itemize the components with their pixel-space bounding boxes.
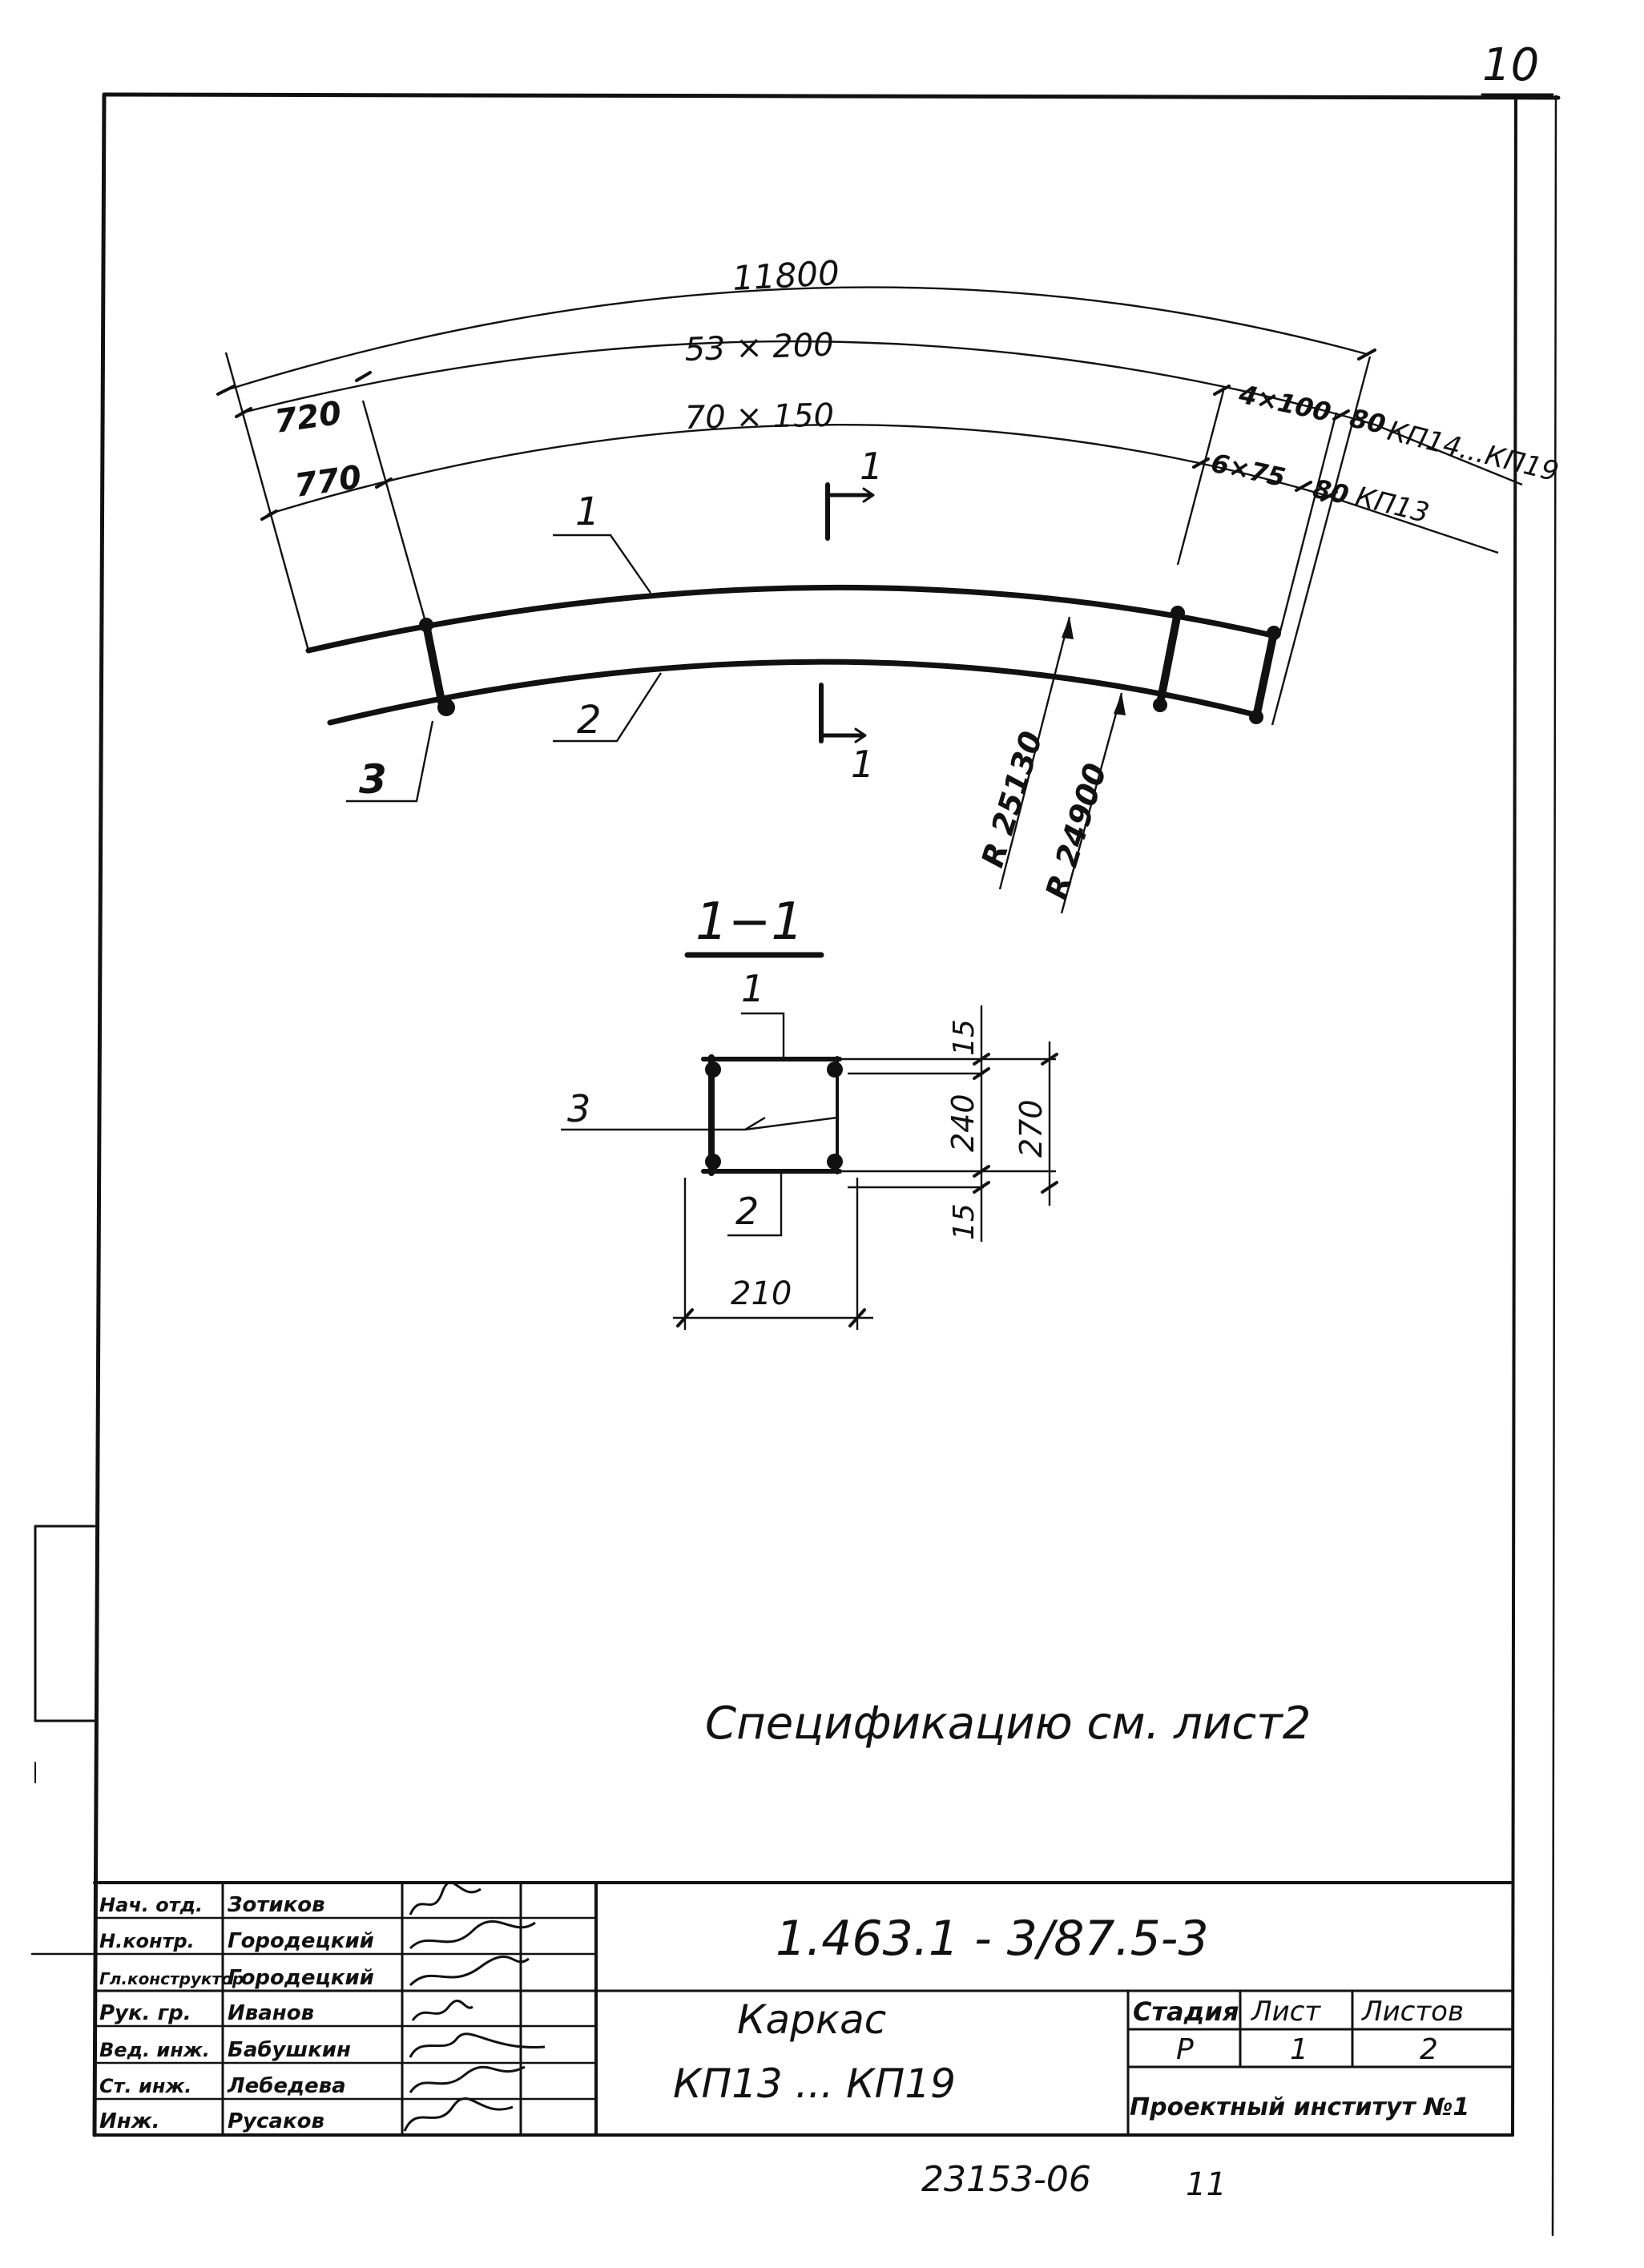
role-6: Ст. инж. (99, 2075, 191, 2097)
name-6: Лебедева (227, 2074, 346, 2098)
section-title: 1−1 (695, 892, 804, 952)
name-1: Зотиков (227, 1893, 325, 1917)
role-5: Вед. инж. (99, 2039, 210, 2061)
stage-header: Стадия (1133, 1996, 1239, 2027)
section-label-top-bar: 1 (741, 967, 764, 1010)
sheets-header: Листов (1360, 1996, 1464, 2028)
dim-upper-spacing: 53 × 200 (684, 327, 835, 369)
dim-lower-right-spacing: 6×75 (1208, 448, 1287, 493)
position-label-connector: 3 (359, 756, 387, 803)
radius-inner: R 24900 (1039, 759, 1114, 904)
dim-lower-right-marks: КП13 (1352, 481, 1432, 530)
section-dim-middle: 240 (945, 1094, 981, 1152)
section-dim-width: 210 (731, 1275, 792, 1312)
name-5: Бабушкин (228, 2038, 351, 2062)
section-label-connector: 3 (567, 1087, 590, 1130)
sheet-header: Лист (1250, 1996, 1321, 2028)
name-3: Городецкий (228, 1966, 374, 1990)
specification-note: Спецификацию см. лист2 (705, 1698, 1311, 1750)
dim-overall-length: 11800 (731, 253, 840, 298)
dim-arc-lower (267, 424, 1331, 516)
signatures (403, 1881, 546, 2132)
radius-outer: R 25130 (975, 727, 1050, 872)
dim-lower-end-offset: 770 (292, 459, 364, 505)
dim-lower-spacing: 70 × 150 (684, 397, 834, 437)
page-number: 10 (1482, 39, 1539, 91)
dim-arc-upper-ext (1374, 423, 1523, 486)
dim-upper-right-end: 80 (1347, 403, 1388, 440)
dim-arc-overall (225, 286, 1368, 392)
section-mark-top-label: 1 (860, 445, 883, 488)
name-2: Городецкий (228, 1929, 374, 1953)
role-4: Рук. гр. (99, 2001, 191, 2025)
bar-bottom (327, 659, 1261, 726)
sheets-value: 2 (1420, 2033, 1438, 2066)
title-block: Нач. отд. Зотиков Н.контр. Городецкий Гл… (30, 1881, 1514, 2137)
dim-upper-right-spacing: 4×100 (1235, 378, 1333, 427)
drawing-title-line-1: Каркас (737, 1996, 886, 2043)
name-4: Иванов (228, 2001, 314, 2025)
organization: Проектный институт №1 (1130, 2093, 1469, 2121)
connector-right-2 (1252, 629, 1278, 721)
section-label-bottom-bar: 2 (735, 1190, 759, 1233)
section-mark-bottom-label: 1 (851, 743, 874, 786)
drawing-title-line-2: КП13 ... КП19 (673, 2061, 956, 2107)
dim-lower-right-end: 80 (1310, 473, 1351, 510)
dim-upper-right-marks: КП14...КП19 (1384, 415, 1562, 489)
role-1: Нач. отд. (99, 1894, 203, 1916)
section-dim-bottom: 15 (948, 1203, 981, 1240)
bar-top (305, 584, 1275, 654)
archive-number: 23153-06 (921, 2159, 1091, 2200)
dim-arc-lower-ext (1329, 495, 1499, 554)
frame-plan-view: 11800 53 × 200 70 × 150 720 770 4×100 80… (216, 253, 1562, 914)
document-code: 1.463.1 - 3/87.5-3 (776, 1911, 1209, 1967)
role-2: Н.контр. (99, 1930, 195, 1952)
dim-upper-end-offset: 720 (272, 395, 344, 441)
name-7: Русаков (228, 2109, 324, 2133)
section-dim-top: 15 (948, 1019, 981, 1056)
sheet-value: 1 (1290, 2033, 1308, 2066)
role-7: Инж. (99, 2109, 159, 2133)
position-label-top-bar: 1 (575, 489, 600, 534)
role-3: Гл.конструктор (99, 1969, 244, 1988)
drawing-frame (92, 92, 1561, 2237)
connector-right-1 (1156, 609, 1182, 707)
archive-page: 11 (1186, 2166, 1227, 2203)
position-label-bottom-bar: 2 (577, 698, 602, 743)
dim-arc-upper (242, 340, 1376, 426)
stage-value: Р (1176, 2033, 1194, 2066)
section-1-1: 1−1 1 3 (561, 892, 1058, 1330)
connector-left (422, 621, 446, 709)
binding-tab (34, 1525, 96, 1783)
section-dim-total: 270 (1013, 1099, 1049, 1158)
